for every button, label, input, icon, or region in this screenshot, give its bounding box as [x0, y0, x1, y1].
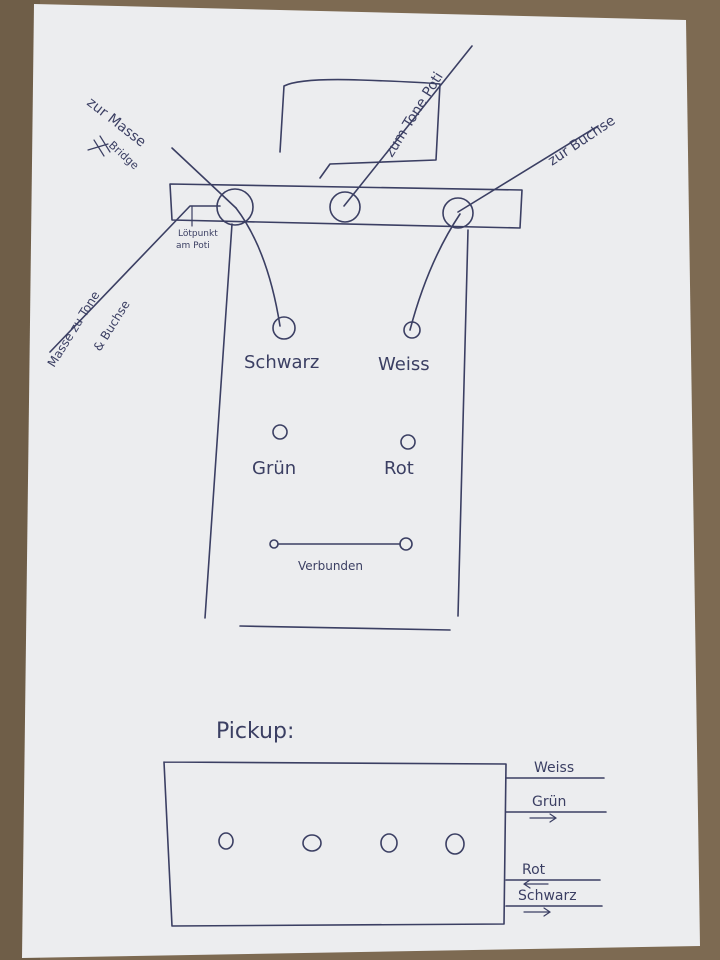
- terminal-black-lug: [272, 316, 296, 340]
- terminal-green-label: Grün: [252, 458, 296, 479]
- pickup-arrow-black: [523, 907, 552, 917]
- switch-body: [204, 223, 469, 631]
- ground-symbol: [87, 135, 111, 157]
- label-solder-point-2: am Poti: [176, 241, 210, 251]
- pickup-wire-red-label: Rot: [522, 862, 546, 878]
- switch-cap-outline: [279, 78, 441, 179]
- wire-tone-poti: [343, 45, 473, 207]
- pickup-pole-3: [380, 833, 398, 853]
- pickup-title: Pickup:: [216, 719, 294, 744]
- wire-jack: [457, 125, 599, 213]
- wire-black-to-lug: [235, 207, 281, 327]
- pickup-wire-green-label: Grün: [532, 794, 566, 810]
- terminal-red-lug: [400, 434, 416, 450]
- bar-lug-right: [442, 197, 474, 229]
- terminal-red-label: Rot: [384, 458, 414, 479]
- pickup-arrow-green: [529, 813, 558, 823]
- pickup-pole-4: [445, 833, 465, 855]
- pickup-arrow-red: [522, 879, 549, 889]
- wire-ground-bridge: [171, 147, 237, 209]
- switch-mounting-bar: [169, 183, 523, 229]
- label-solder-point: Lötpunkt: [178, 229, 218, 239]
- pickup-wire-white-label: Weiss: [534, 760, 574, 776]
- pickup-pole-2: [302, 834, 322, 852]
- paper-sheet: [22, 4, 700, 958]
- pickup-body: [163, 761, 507, 927]
- wire-white-to-lug: [409, 213, 461, 331]
- terminal-white-label: Weiss: [378, 354, 430, 375]
- terminal-green-lug: [272, 424, 288, 440]
- pickup-wire-black-label: Schwarz: [518, 888, 577, 904]
- bar-lug-left: [216, 188, 254, 226]
- terminal-white-lug: [403, 321, 421, 339]
- bar-lug-middle: [329, 191, 361, 223]
- terminal-black-label: Schwarz: [244, 352, 319, 373]
- pickup-pole-1: [218, 832, 234, 850]
- connected-label: Verbunden: [298, 559, 363, 573]
- wire-ground-tone-jack: [49, 205, 221, 353]
